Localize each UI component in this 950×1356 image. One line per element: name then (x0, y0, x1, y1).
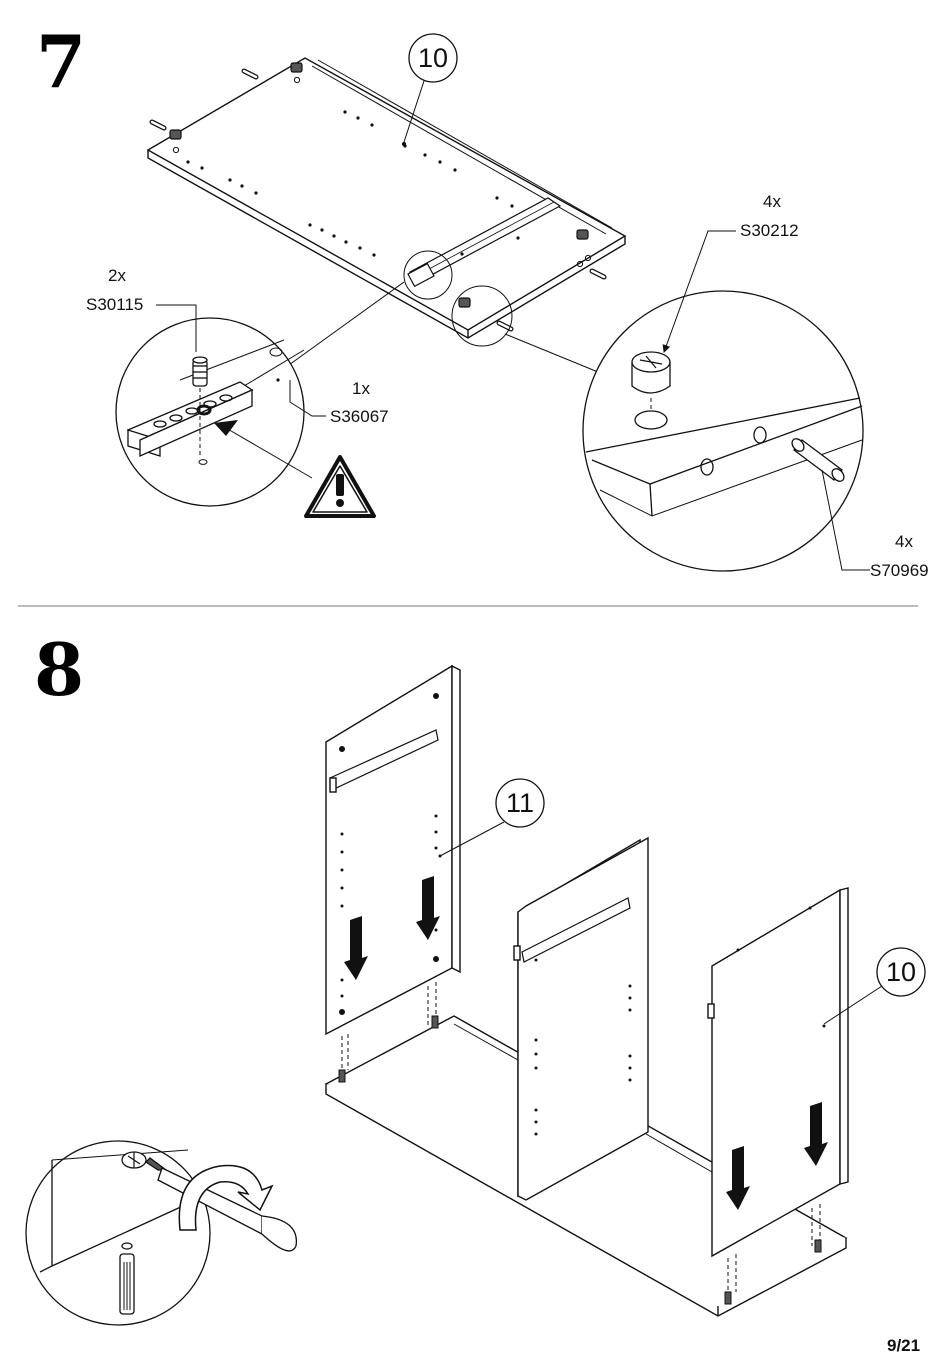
dowel-code: S70969 (870, 562, 929, 579)
step-7-number: 7 (36, 26, 86, 98)
part-10-label-step7: 10 (408, 45, 458, 72)
step7-detail-right (583, 231, 870, 571)
cam-lock-qty: 4x (763, 193, 781, 210)
dowel-qty: 4x (895, 533, 913, 550)
step8-side-panel-10 (708, 888, 848, 1256)
cam-bolt-code: S30115 (86, 296, 143, 313)
step7-panel-10 (148, 58, 625, 338)
warning-icon (306, 457, 374, 516)
cam-bolt-qty: 2x (108, 267, 126, 284)
part-10-label-step8: 10 (876, 959, 926, 986)
step7-detail-left (116, 305, 326, 506)
rail-code: S36067 (330, 408, 389, 425)
rail-qty: 1x (352, 380, 370, 397)
page-number: 9/21 (887, 1336, 920, 1356)
step8-side-panel-11 (326, 666, 460, 1034)
step8-detail-screw (26, 1141, 210, 1325)
cam-lock-code: S30212 (740, 222, 799, 239)
step-8-number: 8 (34, 634, 84, 706)
part-11-label: 11 (495, 790, 545, 817)
